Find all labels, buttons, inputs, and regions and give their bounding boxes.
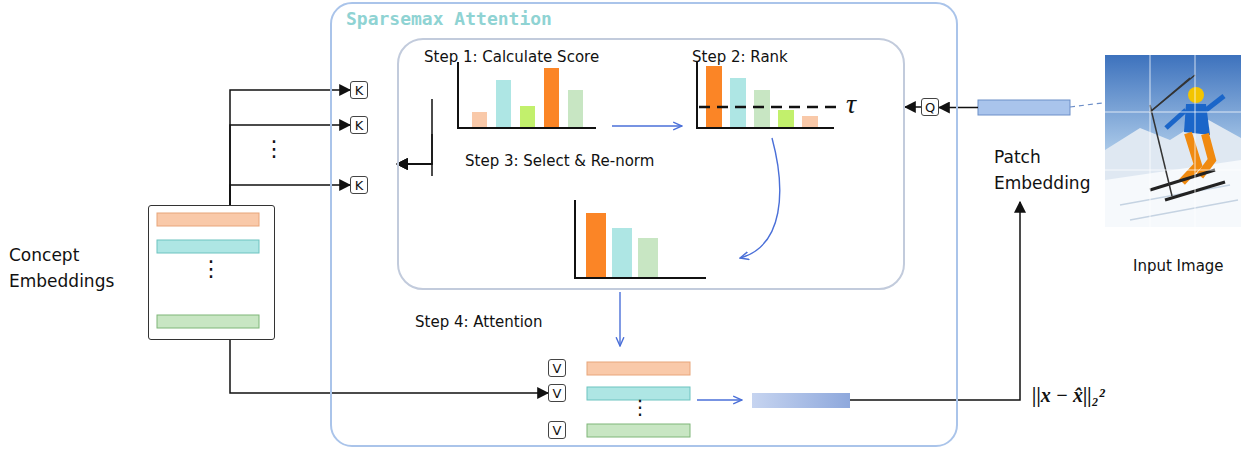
flow-arrow — [619, 292, 620, 346]
connector-arrow — [230, 185, 350, 205]
output-vector — [752, 393, 850, 408]
connector-arrow — [230, 340, 548, 393]
key-box: K — [350, 116, 368, 134]
value-box: V — [548, 384, 566, 402]
concept-label: Concept Embeddings — [9, 242, 131, 294]
value-bars — [587, 362, 690, 437]
key-box-letter: K — [355, 179, 364, 192]
flow-arrow — [697, 399, 742, 400]
value-box-letter: V — [553, 387, 562, 400]
step-label: Step 4: Attention — [415, 313, 543, 331]
key-box-letter: K — [355, 84, 364, 97]
connector-arrow — [230, 125, 350, 205]
value-box: V — [548, 359, 566, 377]
score-chart — [458, 62, 596, 128]
selected-chart — [575, 200, 706, 278]
embedding-bars — [157, 213, 259, 328]
connector-arrow — [230, 90, 350, 205]
loss-formula: ||x − x̂||₂² — [1032, 384, 1105, 407]
key-box: K — [350, 176, 368, 194]
connector-arrow — [397, 134, 432, 164]
value-box-letter: V — [553, 424, 562, 437]
patch-label: Patch Embedding — [994, 144, 1094, 196]
value-box-letter: V — [553, 362, 562, 375]
connector-arrow — [939, 107, 978, 109]
step-label: Step 2: Rank — [692, 48, 788, 66]
ellipsis: ⋮ — [630, 397, 650, 417]
threshold-symbol: τ — [846, 90, 856, 118]
ellipsis: ⋮ — [263, 136, 285, 161]
module-title: Sparsemax Attention — [346, 8, 552, 29]
flow-arrow — [612, 125, 682, 126]
ellipsis: ⋮ — [200, 256, 222, 281]
key-box-letter: K — [355, 119, 364, 132]
connector-arrow — [397, 99, 432, 164]
image-caption: Input Image — [1133, 257, 1224, 275]
step-label: Step 3: Select & Re-norm — [465, 152, 654, 170]
sparsemax-steps-box: Step 1: Calculate Score Step 2: RankStep … — [397, 38, 905, 290]
value-box: V — [548, 421, 566, 439]
query-box: Q — [921, 98, 939, 116]
input-image — [1105, 55, 1241, 227]
connector-arrow — [397, 164, 432, 176]
reconstruction-line — [850, 202, 1020, 400]
connector-arrow — [905, 106, 921, 108]
step-label: Step 1: Calculate Score — [424, 48, 599, 66]
rank-chart — [697, 62, 842, 128]
flow-arrow — [740, 138, 780, 258]
query-box-letter: Q — [925, 101, 935, 114]
patch-vector — [978, 100, 1070, 115]
attention-module: Sparsemax AttentionStep 1: Calculate Sco… — [330, 2, 958, 447]
key-box: K — [350, 81, 368, 99]
patch-embedding: Patch Embedding — [978, 100, 1070, 115]
